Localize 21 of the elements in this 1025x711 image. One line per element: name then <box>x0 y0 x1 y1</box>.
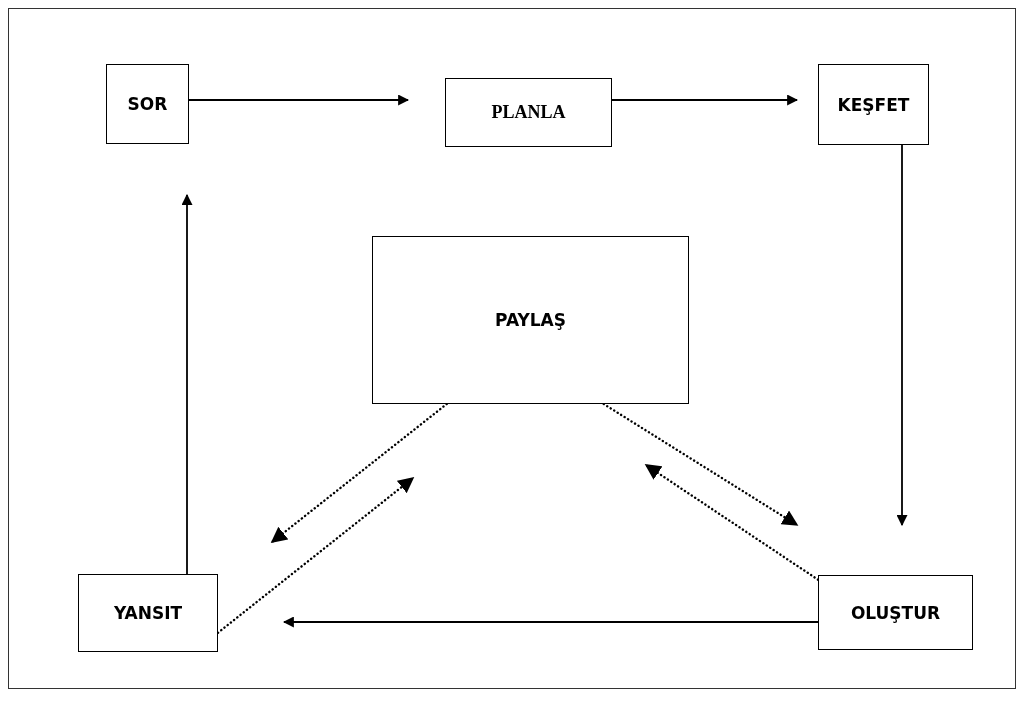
process-box <box>818 575 973 650</box>
process-box <box>78 574 218 652</box>
box-label: OLUŞTUR <box>850 602 941 623</box>
arrow <box>611 94 799 106</box>
arrow <box>181 193 193 575</box>
dotted-arrow <box>644 463 820 581</box>
box-label: YANSIT <box>113 603 183 623</box>
box-label: PAYLAŞ <box>495 310 566 330</box>
dotted-arrow <box>602 402 799 527</box>
dotted-arrow <box>270 402 448 544</box>
arrow <box>282 616 819 628</box>
box-label: SOR <box>127 94 168 114</box>
arrow <box>896 144 908 527</box>
box-label: PLANLA <box>491 102 566 123</box>
process-box <box>818 64 929 145</box>
process-box <box>372 236 689 404</box>
box-label: KEŞFET <box>837 94 910 115</box>
dotted-arrow <box>216 476 415 634</box>
process-box <box>106 64 189 144</box>
arrow <box>188 94 410 106</box>
process-box <box>445 78 612 147</box>
